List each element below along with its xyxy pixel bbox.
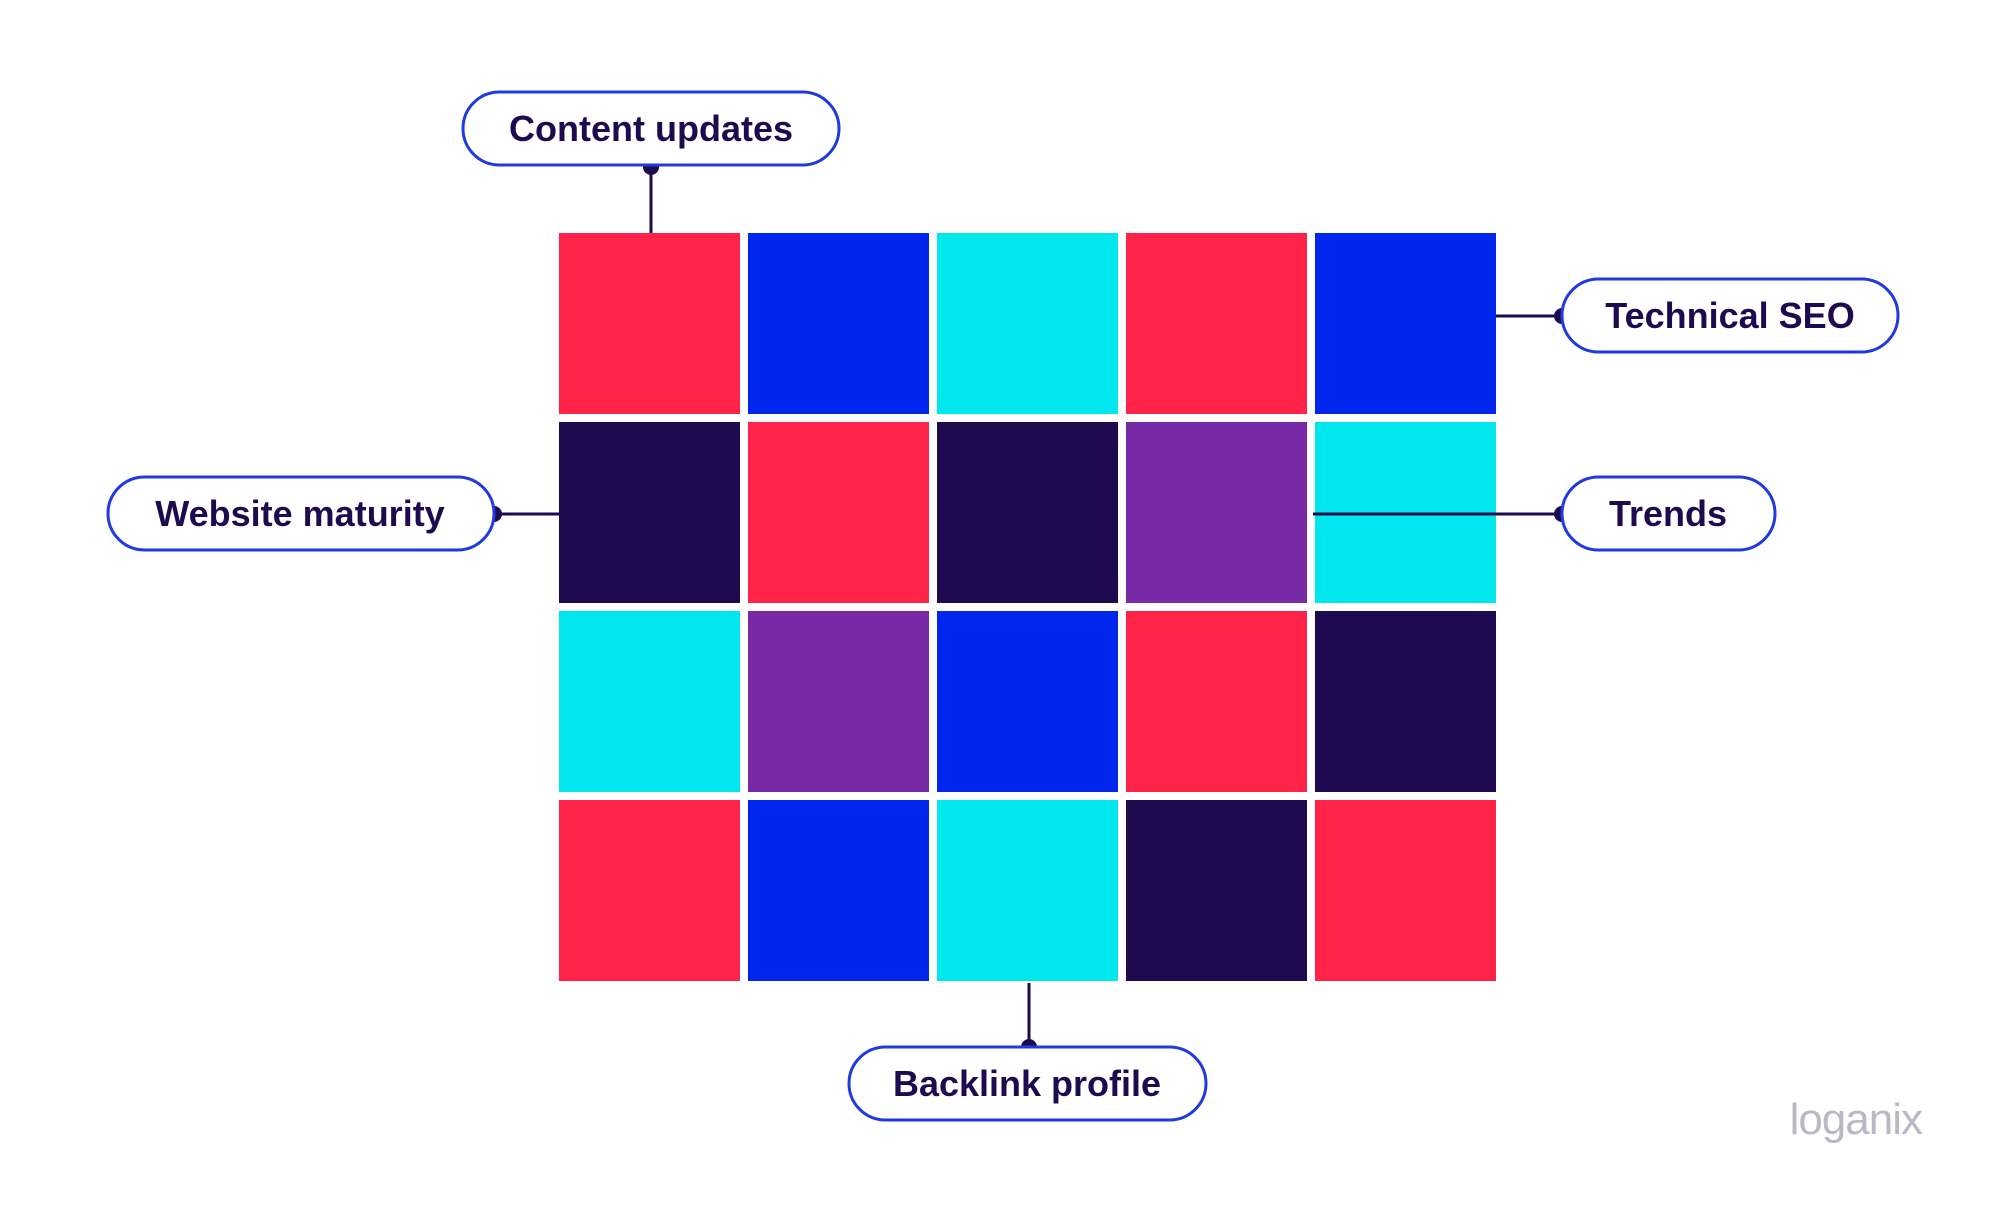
grid-tile-r1-c1 <box>559 233 740 414</box>
label-content-updates: Content updates <box>509 108 793 149</box>
grid-tile-r4-c5 <box>1315 800 1496 981</box>
connectors <box>494 167 1562 1047</box>
grid-tile-r2-c2 <box>748 422 929 603</box>
grid-tile-r2-c4 <box>1126 422 1307 603</box>
grid-tile-r4-c4 <box>1126 800 1307 981</box>
label-trends: Trends <box>1609 493 1727 534</box>
grid-tile-r1-c4 <box>1126 233 1307 414</box>
label-pill-technical-seo: Technical SEO <box>1560 277 1900 354</box>
grid-tile-r1-c2 <box>748 233 929 414</box>
label-technical-seo: Technical SEO <box>1605 295 1854 336</box>
label-backlink-profile: Backlink profile <box>893 1063 1161 1104</box>
grid-tile-r3-c4 <box>1126 611 1307 792</box>
grid-tile-r2-c3 <box>937 422 1118 603</box>
grid-tile-r4-c1 <box>559 800 740 981</box>
grid-tile-r3-c5 <box>1315 611 1496 792</box>
grid-tile-r3-c3 <box>937 611 1118 792</box>
label-website-maturity: Website maturity <box>155 493 444 534</box>
label-pill-website-maturity: Website maturity <box>106 475 496 552</box>
grid-tile-r4-c3 <box>937 800 1118 981</box>
label-pill-content-updates: Content updates <box>461 90 841 167</box>
grid-tile-r1-c3 <box>937 233 1118 414</box>
grid-tile-r4-c2 <box>748 800 929 981</box>
grid-tile-r1-c5 <box>1315 233 1496 414</box>
grid-tile-r3-c2 <box>748 611 929 792</box>
color-tile-grid <box>559 233 1496 981</box>
grid-tile-r3-c1 <box>559 611 740 792</box>
label-pill-backlink-profile: Backlink profile <box>847 1045 1208 1122</box>
grid-tile-r2-c1 <box>559 422 740 603</box>
label-pill-trends: Trends <box>1560 475 1777 552</box>
loganix-logo: loganix <box>1790 1095 1923 1144</box>
